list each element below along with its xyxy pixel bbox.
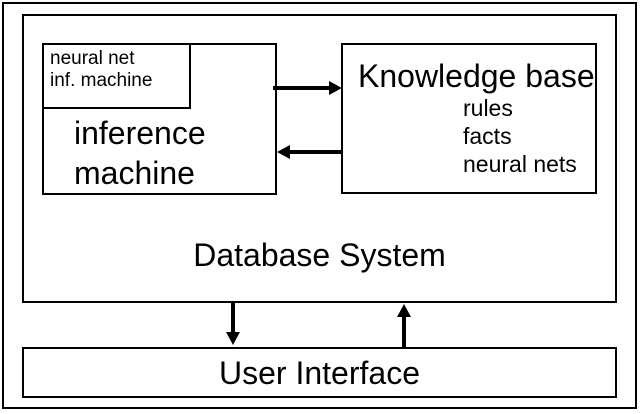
knowledge-base-item-neural-nets: neural nets bbox=[463, 151, 577, 177]
arrow-ui-to-database-head-icon bbox=[397, 304, 411, 317]
arrow-ui-to-database bbox=[402, 317, 406, 347]
neural-net-label-line1: neural net bbox=[50, 48, 135, 69]
arrow-inference-to-knowledge bbox=[273, 86, 329, 90]
arrow-knowledge-to-inference bbox=[290, 150, 341, 154]
inference-machine-label-line1: inference bbox=[74, 115, 206, 151]
neural-net-label-line2: inf. machine bbox=[50, 70, 153, 91]
user-interface-box: User Interface bbox=[22, 347, 617, 398]
database-system-label: Database System bbox=[193, 237, 446, 273]
inference-machine-label-line2: machine bbox=[74, 155, 195, 191]
inference-machine-label: inference machine bbox=[44, 113, 275, 193]
diagram-outer-frame bbox=[2, 2, 637, 409]
arrow-inference-to-knowledge-head-icon bbox=[329, 81, 342, 95]
knowledge-base-item-rules: rules bbox=[463, 95, 513, 121]
user-interface-label: User Interface bbox=[219, 355, 420, 391]
knowledge-base-title: Knowledge base bbox=[358, 58, 595, 94]
neural-net-inf-machine-label: neural net inf. machine bbox=[44, 45, 189, 92]
knowledge-base-items: rules facts neural nets bbox=[343, 94, 595, 178]
arrow-database-to-ui bbox=[231, 303, 235, 332]
inference-machine-box: inference machine bbox=[42, 43, 277, 195]
arrow-knowledge-to-inference-head-icon bbox=[277, 145, 290, 159]
knowledge-base-item-facts: facts bbox=[463, 123, 512, 149]
arrow-database-to-ui-head-icon bbox=[226, 332, 240, 345]
neural-net-inf-machine-box: neural net inf. machine bbox=[42, 43, 191, 109]
knowledge-base-box: Knowledge base rules facts neural nets bbox=[341, 43, 597, 194]
